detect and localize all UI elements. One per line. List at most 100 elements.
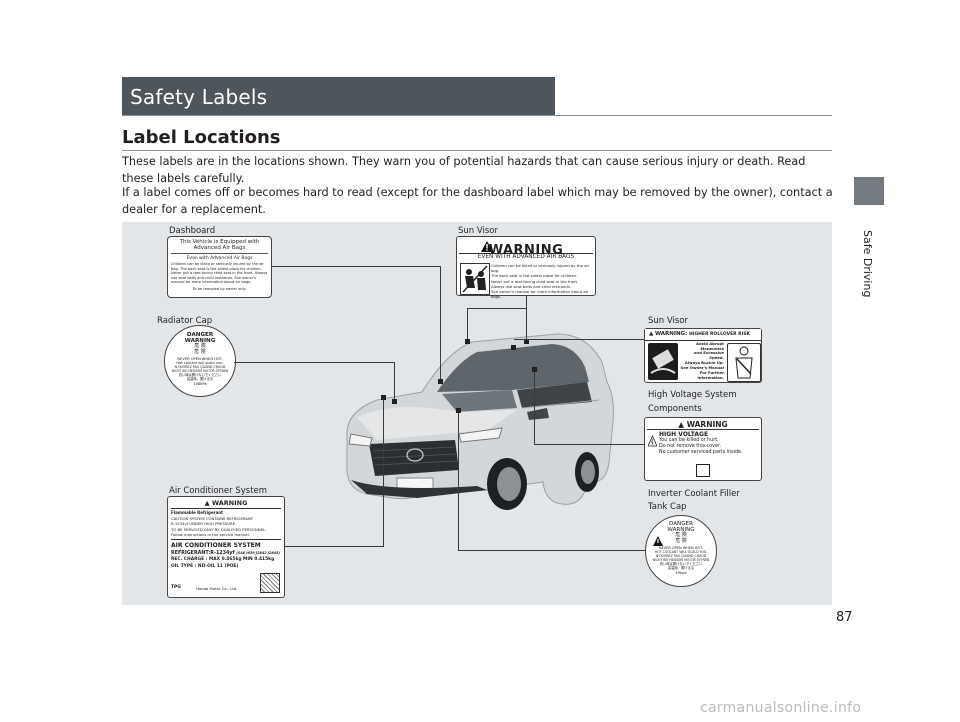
radiator-label-warning: WARNING bbox=[184, 338, 216, 344]
caption-inverter-2: Tank Cap bbox=[648, 502, 687, 512]
section-rule bbox=[122, 115, 832, 116]
sun-visor-item: Never put a rear-facing child seat in th… bbox=[491, 278, 579, 284]
lightning-triangle-icon bbox=[647, 432, 658, 452]
leader-line bbox=[440, 266, 441, 384]
high-voltage-text: HIGH VOLTAGE You can be killed or hurt. … bbox=[659, 431, 759, 456]
leader-line bbox=[526, 296, 527, 342]
replacement-paragraph: If a label comes off or becomes hard to … bbox=[122, 186, 833, 216]
sun-visor-item: Always use seat belts and child restrain… bbox=[491, 283, 572, 289]
leader-line bbox=[514, 339, 644, 340]
high-voltage-label: ▲ WARNING HIGH VOLTAGE You can be killed… bbox=[644, 417, 762, 481]
inverter-label-line: HOT COOLANT WILL SCALD YOU. bbox=[654, 550, 708, 555]
air-conditioner-label: ▲ WARNING Flammable Refrigerant CAUTION … bbox=[167, 496, 285, 598]
sun-visor-item: The back seat is the safest place for ch… bbox=[491, 273, 578, 279]
chapter-tab[interactable] bbox=[854, 177, 884, 205]
heading-rule bbox=[122, 150, 832, 151]
sun-visor-warning-title: WARNING bbox=[488, 243, 564, 258]
leader-line bbox=[458, 550, 645, 551]
leader-line bbox=[534, 370, 535, 444]
leader-line bbox=[285, 546, 383, 547]
leader-line bbox=[272, 266, 440, 267]
page-number: 87 bbox=[836, 610, 853, 625]
leader-dot bbox=[456, 408, 461, 413]
warning-triangle-icon: ▲ bbox=[204, 499, 210, 507]
radiator-label-line: NEVER OPEN WHEN HOT. bbox=[177, 357, 223, 361]
sun-visor-airbag-label: WARNING EVEN WITH ADVANCED AIR BAGS Chil… bbox=[456, 236, 596, 300]
sun-visor-item: Children can be killed or seriously inju… bbox=[491, 263, 590, 274]
intro-paragraph: These labels are in the locations shown.… bbox=[122, 155, 806, 185]
ac-tpg: TPG bbox=[171, 585, 181, 590]
leader-dot bbox=[392, 399, 397, 404]
page-heading: Label Locations bbox=[122, 127, 281, 148]
qr-square-icon bbox=[696, 464, 710, 477]
inverter-label-jp2: 危 険 bbox=[675, 537, 687, 544]
caption-dashboard: Dashboard bbox=[169, 226, 216, 236]
rollover-line: For Further Information. bbox=[697, 369, 724, 380]
leader-line bbox=[534, 444, 644, 445]
ac-label-line: R-1234yf UNDER HIGH PRESSURE. bbox=[171, 521, 237, 527]
radiator-label-line: 熱い時は開けないでください bbox=[178, 373, 222, 378]
caption-air-conditioner: Air Conditioner System bbox=[169, 486, 268, 496]
ac-refrigerant-row: REFRIGERANT:R-1234yf (SAE J639 J2842 J28… bbox=[171, 550, 281, 558]
leader-line bbox=[467, 308, 468, 344]
inverter-label-line: NEVER OPEN WHEN HOT. bbox=[658, 546, 704, 550]
dashboard-label-subhead: Even with Advanced Air Bags bbox=[186, 256, 253, 261]
caption-sun-visor-right: Sun Visor bbox=[648, 316, 688, 326]
suv-illustration bbox=[346, 333, 614, 510]
rollover-line: Avoid Abrupt Maneuvers bbox=[696, 341, 724, 351]
rollover-lines: Avoid Abrupt Maneuvers and Excessive Spe… bbox=[680, 341, 724, 380]
radiator-label-line: Hot coolant will scald you. bbox=[176, 361, 224, 366]
rollover-pictogram-icon bbox=[648, 343, 678, 380]
caption-sun-visor-top: Sun Visor bbox=[458, 226, 498, 236]
ac-label-line: CAUTION SYSTEM CONTAINS REFRIGERANT bbox=[171, 515, 254, 521]
sun-visor-warning-header: WARNING bbox=[459, 239, 593, 258]
ac-system-title: AIR CONDITIONER SYSTEM bbox=[171, 541, 261, 549]
inverter-cap-label: DANGER WARNING 危 険 危 険 NEVER OPEN WHEN H… bbox=[645, 515, 717, 587]
hatched-square-icon bbox=[260, 573, 280, 593]
sun-visor-subtitle: EVEN WITH ADVANCED AIR BAGS bbox=[459, 253, 593, 261]
inverter-label-line: N'OUVREZ PAS QUAND CHAUD bbox=[655, 554, 707, 559]
inverter-label-line: 高温時、開けるな bbox=[667, 566, 695, 571]
rollover-header: ▲ WARNING: HIGHER ROLLOVER RISK bbox=[645, 329, 761, 341]
dashboard-label-line1: This Vehicle is Equipped with bbox=[179, 239, 260, 245]
leader-dot bbox=[381, 395, 386, 400]
inverter-label-pressure: 49kpa bbox=[675, 570, 687, 575]
radiator-label-jp2: 危 険 bbox=[194, 348, 206, 355]
dashboard-label-divider bbox=[171, 253, 268, 254]
dashboard-label-line2: Advanced Air Bags bbox=[193, 245, 246, 251]
ac-label-line: TO BE SERVICED ONLY BY QUALIFIED PERSONN… bbox=[171, 526, 267, 532]
rollover-title-2: HIGHER ROLLOVER RISK bbox=[689, 332, 751, 337]
inverter-label-jp1: 危 険 bbox=[675, 532, 687, 538]
rollover-title: WARNING: bbox=[654, 331, 688, 337]
high-voltage-item: No customer serviced parts inside. bbox=[659, 450, 743, 455]
radiator-label-pressure: 108kPa bbox=[193, 381, 207, 386]
leader-line bbox=[234, 362, 394, 363]
high-voltage-item: Do not remove this cover. bbox=[659, 444, 721, 449]
ac-maker: Honda Motor Co., Ltd. bbox=[196, 586, 238, 591]
sun-visor-item: See owner's manual for more information … bbox=[491, 289, 589, 300]
dashboard-label-body: Children can be killed or seriously inju… bbox=[171, 262, 268, 285]
ac-warning-title: WARNING bbox=[211, 499, 248, 507]
caption-high-voltage-1: High Voltage System bbox=[648, 390, 737, 400]
caption-radiator-cap: Radiator Cap bbox=[157, 316, 213, 326]
inverter-label-line: NICHT BEI HEISSEM MOTOR ÖFFNEN bbox=[652, 558, 710, 563]
dashboard-airbag-label: This Vehicle is Equipped with Advanced A… bbox=[167, 236, 272, 298]
inverter-label-line: 熱い時は開けないでください bbox=[659, 562, 703, 567]
seatbelt-icon bbox=[727, 343, 761, 382]
warning-triangle-icon: ▲ bbox=[649, 331, 654, 337]
rollover-line: and Excessive Speed. bbox=[693, 350, 724, 360]
dashboard-label-footer: To be removed by owner only. bbox=[192, 286, 247, 291]
radiator-label-danger: DANGER bbox=[186, 332, 214, 338]
leader-line bbox=[394, 362, 395, 402]
section-title: Safety Labels bbox=[130, 85, 268, 109]
leader-line bbox=[383, 399, 384, 547]
high-voltage-item: You can be killed or hurt. bbox=[659, 438, 719, 443]
warning-triangle-icon: ▲ bbox=[678, 420, 685, 429]
leader-dot bbox=[532, 367, 537, 372]
radiator-label-line: 高温時、開けるな bbox=[186, 377, 214, 382]
rollover-warning-label: ▲ WARNING: HIGHER ROLLOVER RISK Avoid Ab… bbox=[644, 328, 762, 383]
warning-triangle-icon bbox=[481, 241, 493, 252]
leader-dot bbox=[465, 339, 470, 344]
high-voltage-header: ▲ WARNING bbox=[647, 420, 759, 430]
radiator-label-jp1: 危 険 bbox=[194, 343, 206, 349]
